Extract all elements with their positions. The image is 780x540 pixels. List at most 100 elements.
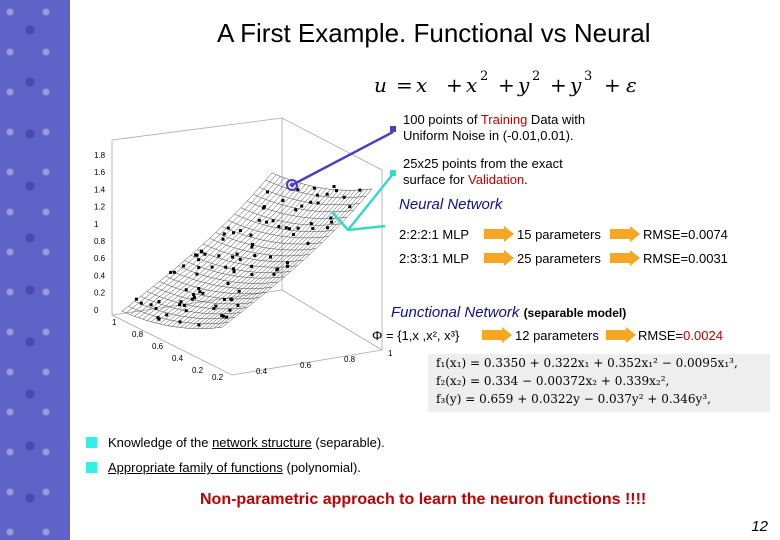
orange-arrow-icon xyxy=(484,226,514,242)
training-point xyxy=(217,254,221,258)
training-point xyxy=(197,323,201,327)
training-point xyxy=(265,220,269,224)
training-point xyxy=(277,225,281,229)
y-tick-label: 1 xyxy=(94,220,99,229)
training-point xyxy=(309,222,313,226)
mesh-line xyxy=(217,189,368,328)
training-point xyxy=(221,314,225,318)
training-point xyxy=(271,219,275,223)
mesh-line xyxy=(180,189,331,328)
surface-mesh xyxy=(121,172,373,329)
orange-arrow-icon xyxy=(610,250,640,266)
y-tick-label: 1.8 xyxy=(94,151,106,160)
training-point xyxy=(178,320,182,324)
nn-row-1-arch: 2:2:2:1 MLP xyxy=(399,227,470,242)
training-point xyxy=(292,233,295,236)
orange-arrow-icon xyxy=(482,327,512,343)
y-tick-label: 0.4 xyxy=(94,271,106,280)
bullet-marker xyxy=(86,462,97,473)
training-point xyxy=(190,297,194,301)
training-point xyxy=(221,237,225,241)
training-point xyxy=(335,189,338,193)
training-point xyxy=(200,250,204,254)
svg-text:+: + xyxy=(604,73,621,97)
training-point xyxy=(197,287,201,290)
mesh-line xyxy=(134,177,285,317)
training-point xyxy=(275,268,279,272)
training-point xyxy=(342,195,346,199)
neural-network-heading: Neural Network xyxy=(399,196,503,213)
y-tick-label: 1.2 xyxy=(94,203,106,212)
training-point xyxy=(294,208,298,212)
training-points xyxy=(134,185,362,327)
training-point xyxy=(182,264,186,268)
training-point xyxy=(197,258,201,262)
z-tick-label: 0.4 xyxy=(256,367,268,376)
y-tick-label: 0.6 xyxy=(94,254,106,263)
training-point xyxy=(266,190,269,194)
svg-text:u: u xyxy=(374,73,387,97)
training-point xyxy=(284,226,288,230)
svg-text:+: + xyxy=(550,73,567,97)
mesh-line xyxy=(192,189,343,329)
training-point xyxy=(300,204,304,208)
slide-title: A First Example. Functional vs Neural xyxy=(217,18,651,48)
training-point xyxy=(223,297,226,301)
training-point xyxy=(139,301,143,305)
training-point xyxy=(214,304,218,308)
y-tick-label: 0.2 xyxy=(94,289,106,298)
training-point xyxy=(281,199,285,202)
training-point xyxy=(286,264,289,268)
mesh-line xyxy=(121,172,273,312)
training-point xyxy=(172,270,176,274)
y-tick-label: 1.4 xyxy=(94,185,106,194)
surface-plot: 1.81.61.41.210.80.60.40.20 10.80.60.40.2… xyxy=(94,117,393,382)
y-tick-label: 0 xyxy=(94,306,99,315)
training-point xyxy=(157,317,161,321)
orange-arrow-icon xyxy=(484,250,514,266)
training-point xyxy=(192,293,196,297)
training-point xyxy=(238,229,242,233)
mesh-line xyxy=(221,188,373,328)
training-point xyxy=(198,290,202,294)
x-tick-label: 0.2 xyxy=(192,366,204,375)
training-point xyxy=(236,304,240,307)
training-point xyxy=(220,314,224,318)
svg-text:x: x xyxy=(466,73,477,97)
plot-z-ticks: 0.20.40.60.81 xyxy=(212,349,393,382)
training-point xyxy=(332,185,336,188)
training-callout: 100 points of Training Data with Uniform… xyxy=(403,112,586,143)
page-number: 12 xyxy=(751,518,768,535)
svg-text:3: 3 xyxy=(584,69,592,84)
training-point xyxy=(250,245,254,249)
mesh-line xyxy=(171,187,323,327)
x-tick-label: 0.6 xyxy=(152,342,164,351)
training-point xyxy=(224,265,228,269)
svg-text:y: y xyxy=(517,73,530,97)
training-point xyxy=(210,265,214,269)
training-point xyxy=(329,216,333,220)
training-point xyxy=(197,266,201,269)
nn-row-1-rmse: RMSE=0.0074 xyxy=(643,227,728,242)
plot-y-ticks: 1.81.61.41.210.80.60.40.20 xyxy=(94,151,106,315)
training-point xyxy=(212,307,216,310)
fn-params: 12 parameters xyxy=(515,328,599,343)
bullet-1-text: Knowledge of the network structure (sepa… xyxy=(108,435,385,450)
training-point xyxy=(251,243,255,246)
orange-arrow-icon xyxy=(610,226,640,242)
svg-text:=: = xyxy=(396,73,413,97)
bullet-2-text: Appropriate family of functions (polynom… xyxy=(108,460,361,475)
nn-row-2-params: 25 parameters xyxy=(517,251,601,266)
svg-text:+: + xyxy=(498,73,515,97)
z-tick-label: 0.8 xyxy=(344,355,356,364)
training-point xyxy=(184,288,188,292)
training-point xyxy=(178,303,182,307)
mesh-line xyxy=(163,186,314,326)
x-tick-label: 0.4 xyxy=(172,354,184,363)
x-tick-label: 1 xyxy=(112,318,117,327)
training-point xyxy=(238,257,242,261)
training-point xyxy=(195,272,199,276)
training-point xyxy=(249,233,253,237)
z-tick-label: 0.6 xyxy=(300,361,312,370)
svg-text:ε: ε xyxy=(626,73,637,97)
